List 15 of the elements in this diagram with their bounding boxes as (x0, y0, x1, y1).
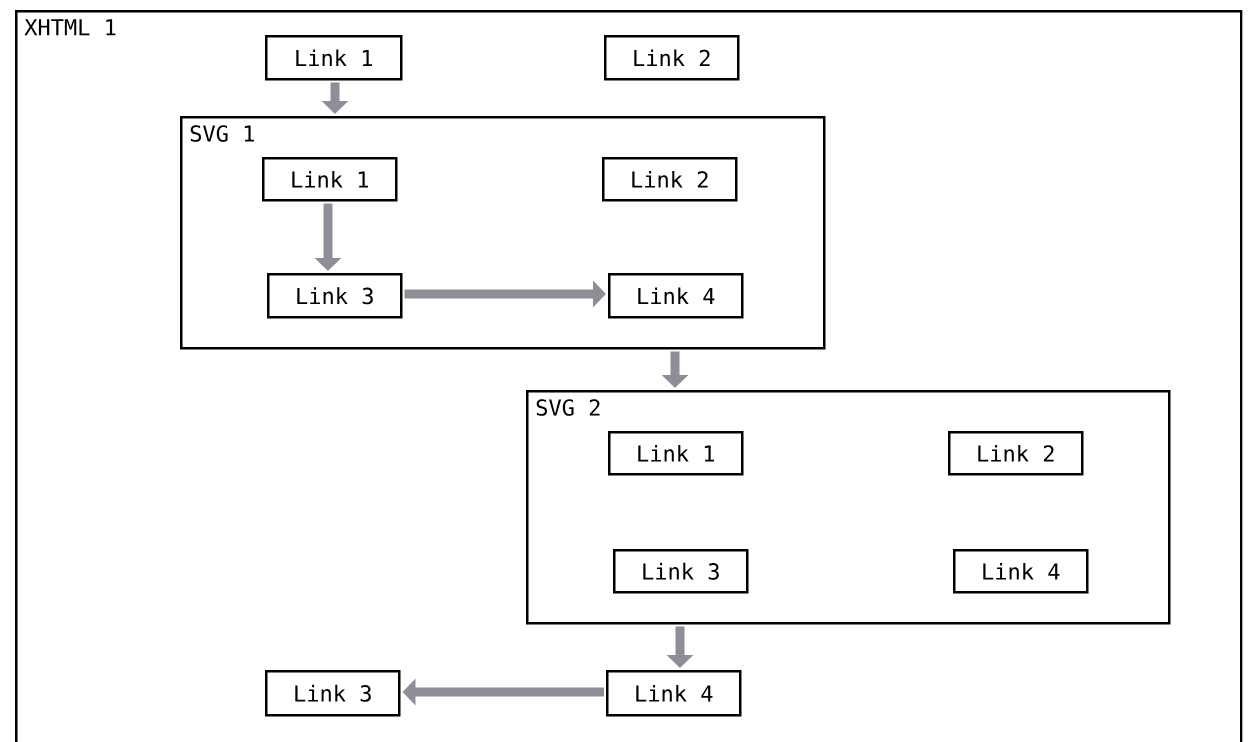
link-box: Link 3 (267, 273, 403, 319)
link-box: Link 1 (608, 431, 744, 476)
link-box: Link 2 (602, 157, 738, 202)
box-heading: XHTML 1 (24, 19, 116, 36)
link-box: Link 2 (604, 35, 740, 81)
link-box: Link 1 (265, 35, 403, 81)
box-heading: SVG 1 (190, 125, 254, 142)
link-box: Link 1 (262, 157, 398, 202)
link-box: Link 3 (613, 549, 749, 594)
link-box: Link 4 (606, 670, 742, 717)
link-box: Link 2 (948, 431, 1084, 476)
link-box: Link 4 (608, 273, 744, 319)
link-box: Link 4 (953, 549, 1089, 594)
link-box: Link 3 (265, 670, 401, 717)
box-heading: SVG 2 (536, 399, 600, 416)
